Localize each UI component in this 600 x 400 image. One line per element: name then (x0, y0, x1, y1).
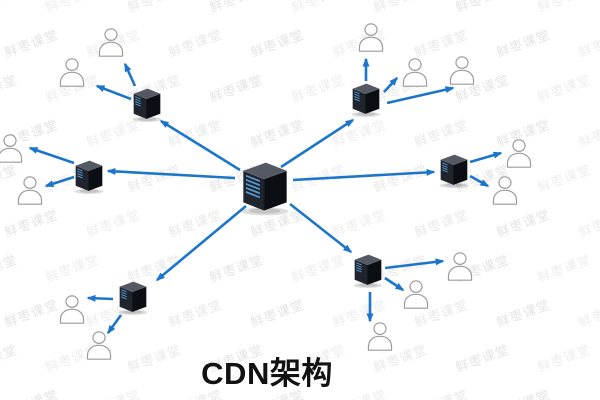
user-icon (491, 175, 519, 206)
edge-server-icon (352, 251, 384, 289)
user-icon (401, 57, 429, 88)
arrow-edge-bottom-left-to-user-11 (106, 314, 123, 335)
edge-server-icon (350, 80, 382, 118)
arrow-edge-right-to-user-9 (469, 174, 490, 188)
user-icon (357, 22, 385, 53)
user-icon (448, 55, 476, 86)
arrow-origin-to-edge-top-left (159, 119, 241, 172)
arrow-edge-top-left-to-user-2 (95, 84, 132, 101)
arrow-edge-bottom-right-to-user-12 (384, 258, 445, 270)
user-icon (16, 175, 44, 206)
origin-server-icon (239, 157, 291, 217)
user-icon (402, 279, 430, 310)
user-icon (446, 251, 474, 282)
user-icon (97, 27, 125, 58)
arrow-origin-to-edge-right (292, 168, 436, 182)
user-icon (366, 321, 394, 352)
arrow-edge-left-to-user-4 (44, 175, 75, 188)
arrow-origin-to-edge-left (106, 167, 236, 180)
user-icon (505, 138, 533, 169)
edge-server-icon (73, 157, 105, 195)
edge-server-icon (117, 278, 149, 316)
arrow-edge-top-right-to-user-6 (383, 76, 399, 93)
arrow-edge-left-to-user-3 (28, 146, 75, 165)
arrow-edge-top-right-to-user-7 (386, 86, 455, 105)
diagram-title: CDN架构 (201, 356, 333, 391)
arrow-origin-to-edge-top-right (280, 118, 355, 169)
arrow-edge-bottom-right-to-user-13 (384, 276, 405, 292)
arrow-edge-top-left-to-user-1 (123, 62, 137, 87)
edge-server-icon (438, 151, 470, 189)
user-icon (58, 57, 86, 88)
arrow-edge-bottom-left-to-user-10 (86, 294, 114, 302)
arrow-origin-to-edge-bottom-right (289, 202, 353, 254)
edge-server-icon (131, 85, 163, 123)
user-icon (58, 294, 86, 325)
arrow-origin-to-edge-bottom-left (155, 205, 247, 281)
user-icon (85, 330, 113, 361)
arrow-edge-right-to-user-8 (469, 151, 503, 164)
user-icon (0, 133, 24, 164)
